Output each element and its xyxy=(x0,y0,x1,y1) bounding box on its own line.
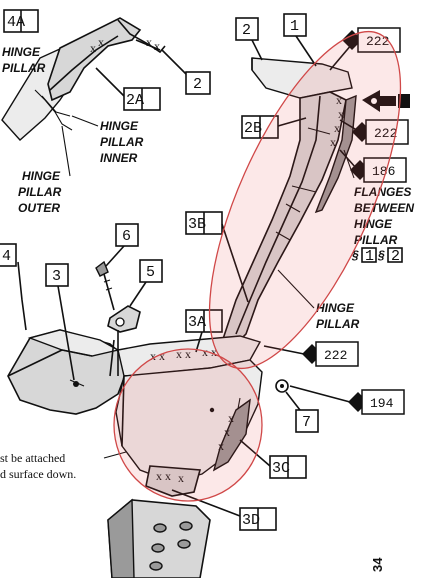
flange-3c xyxy=(212,398,251,472)
svg-text:x: x xyxy=(336,93,342,107)
label-3: 3 xyxy=(45,263,75,381)
label-2-inset: 2 xyxy=(161,49,211,95)
flange-3c-weld-marks: x x x xyxy=(218,411,234,453)
lower-assembly: x x x x x x x x x x x x xyxy=(7,261,263,578)
label-3a-text: 3A xyxy=(188,314,206,331)
caption-hinge-pillar-outer: HINGE PILLAR OUTER xyxy=(18,125,71,215)
weld-flag-194: 194 xyxy=(289,385,405,415)
inset-hinge-pillar: x x x x xyxy=(1,17,166,141)
bracket-3d-weld-marks: x x x xyxy=(156,469,184,485)
svg-text:PILLAR: PILLAR xyxy=(354,233,398,247)
label-2a-text: 2A xyxy=(126,92,144,109)
svg-text:x: x xyxy=(90,41,96,55)
rocker-holes xyxy=(149,521,193,571)
note-line-1: st be attached xyxy=(0,451,65,465)
caption-hinge-pillar-main: HINGE PILLAR xyxy=(277,269,360,331)
caption-hinge-top: HINGE xyxy=(2,45,41,59)
highlight-lower-joint xyxy=(113,348,263,502)
pillar-main-body xyxy=(221,91,347,350)
bolt-6: 6 xyxy=(95,223,139,311)
inset-weld-marks: x x x x xyxy=(90,35,160,55)
label-4-text: 4 xyxy=(2,248,11,265)
label-3b-text: 3B xyxy=(188,216,206,233)
svg-text:INNER: INNER xyxy=(100,151,138,165)
highlight-hinge-pillar xyxy=(208,30,402,370)
svg-text:x x: x x xyxy=(176,347,191,361)
svg-text:x x: x x xyxy=(156,469,171,483)
svg-text:HINGE: HINGE xyxy=(316,301,355,315)
view-b-arrow: B xyxy=(362,90,410,112)
note-line-2: d surface down. xyxy=(0,467,76,481)
clip-5: 5 xyxy=(107,259,163,377)
svg-text:x: x xyxy=(330,135,336,149)
svg-text:PILLAR: PILLAR xyxy=(18,185,62,199)
label-4a: 4A xyxy=(3,9,39,33)
weld-flag-222-mid: 222 xyxy=(339,119,409,145)
svg-text:PILLAR: PILLAR xyxy=(100,135,144,149)
pillar-weld-marks: x x x x xyxy=(330,93,344,149)
label-1: 1 xyxy=(283,13,317,67)
svg-text:BETWEEN: BETWEEN xyxy=(354,201,414,215)
svg-text:x: x xyxy=(98,35,104,49)
view-b-letter: B xyxy=(382,94,391,111)
label-2-inset-text: 2 xyxy=(193,76,202,93)
caption-pillar-top: PILLAR xyxy=(2,61,46,75)
svg-text:1: 1 xyxy=(365,248,374,265)
weld-flag-186: 186 xyxy=(339,149,407,183)
rocker-side xyxy=(107,498,135,578)
svg-text:x: x xyxy=(224,425,230,439)
label-4: 4 xyxy=(0,243,17,267)
panel-hole xyxy=(209,407,215,413)
svg-text:§: § xyxy=(351,248,359,262)
svg-text:x: x xyxy=(146,35,152,49)
svg-text:194: 194 xyxy=(370,396,394,411)
label-4a-text: 4A xyxy=(7,14,25,31)
svg-text:222: 222 xyxy=(374,126,397,141)
svg-text:222: 222 xyxy=(366,34,389,49)
label-3-text: 3 xyxy=(52,268,61,285)
svg-text:HINGE: HINGE xyxy=(22,169,61,183)
caption-flanges-between: FLANGES BETWEEN HINGE PILLAR § 1 § 2 xyxy=(343,149,414,265)
label-3c: 3C xyxy=(239,439,307,479)
label-1-text: 1 xyxy=(290,18,299,35)
installation-note: st be attached d surface down. xyxy=(0,451,127,481)
label-3d: 3D xyxy=(171,489,277,531)
label-2b-text: 2B xyxy=(244,120,262,137)
label-2-upper: 2 xyxy=(235,17,263,61)
svg-text:§: § xyxy=(377,248,385,262)
fastener-7: 7 xyxy=(275,379,319,433)
pillar-flange xyxy=(314,94,357,214)
label-6-text: 6 xyxy=(122,228,131,245)
svg-text:x: x xyxy=(154,39,160,53)
svg-text:PILLAR: PILLAR xyxy=(316,317,360,331)
svg-text:HINGE: HINGE xyxy=(354,217,393,231)
label-3d-text: 3D xyxy=(242,512,260,529)
svg-text:FLANGES: FLANGES xyxy=(354,185,411,199)
svg-text:HINGE: HINGE xyxy=(100,119,139,133)
label-3c-text: 3C xyxy=(272,460,290,477)
page-number: 34 xyxy=(370,557,385,572)
label-2a: 2A xyxy=(95,67,161,111)
svg-text:OUTER: OUTER xyxy=(18,201,60,215)
caption-hinge-pillar-inner: HINGE PILLAR INNER xyxy=(71,115,144,165)
svg-text:x: x xyxy=(338,107,344,121)
label-3a: 3A xyxy=(185,309,223,353)
label-3b: 3B xyxy=(185,211,249,303)
label-2b: 2B xyxy=(241,115,307,139)
svg-text:186: 186 xyxy=(372,164,395,179)
svg-text:2: 2 xyxy=(391,248,400,265)
label-7-text: 7 xyxy=(302,414,311,431)
inset-pillar-inner xyxy=(47,17,142,102)
svg-text:x: x xyxy=(178,471,184,485)
svg-text:222: 222 xyxy=(324,348,347,363)
label-5-text: 5 xyxy=(146,264,155,281)
svg-text:x: x xyxy=(334,121,340,135)
weld-flag-222-low: 222 xyxy=(263,341,359,367)
label-2-upper-text: 2 xyxy=(242,22,251,39)
svg-text:x: x xyxy=(228,411,234,425)
svg-text:x: x xyxy=(218,439,224,453)
